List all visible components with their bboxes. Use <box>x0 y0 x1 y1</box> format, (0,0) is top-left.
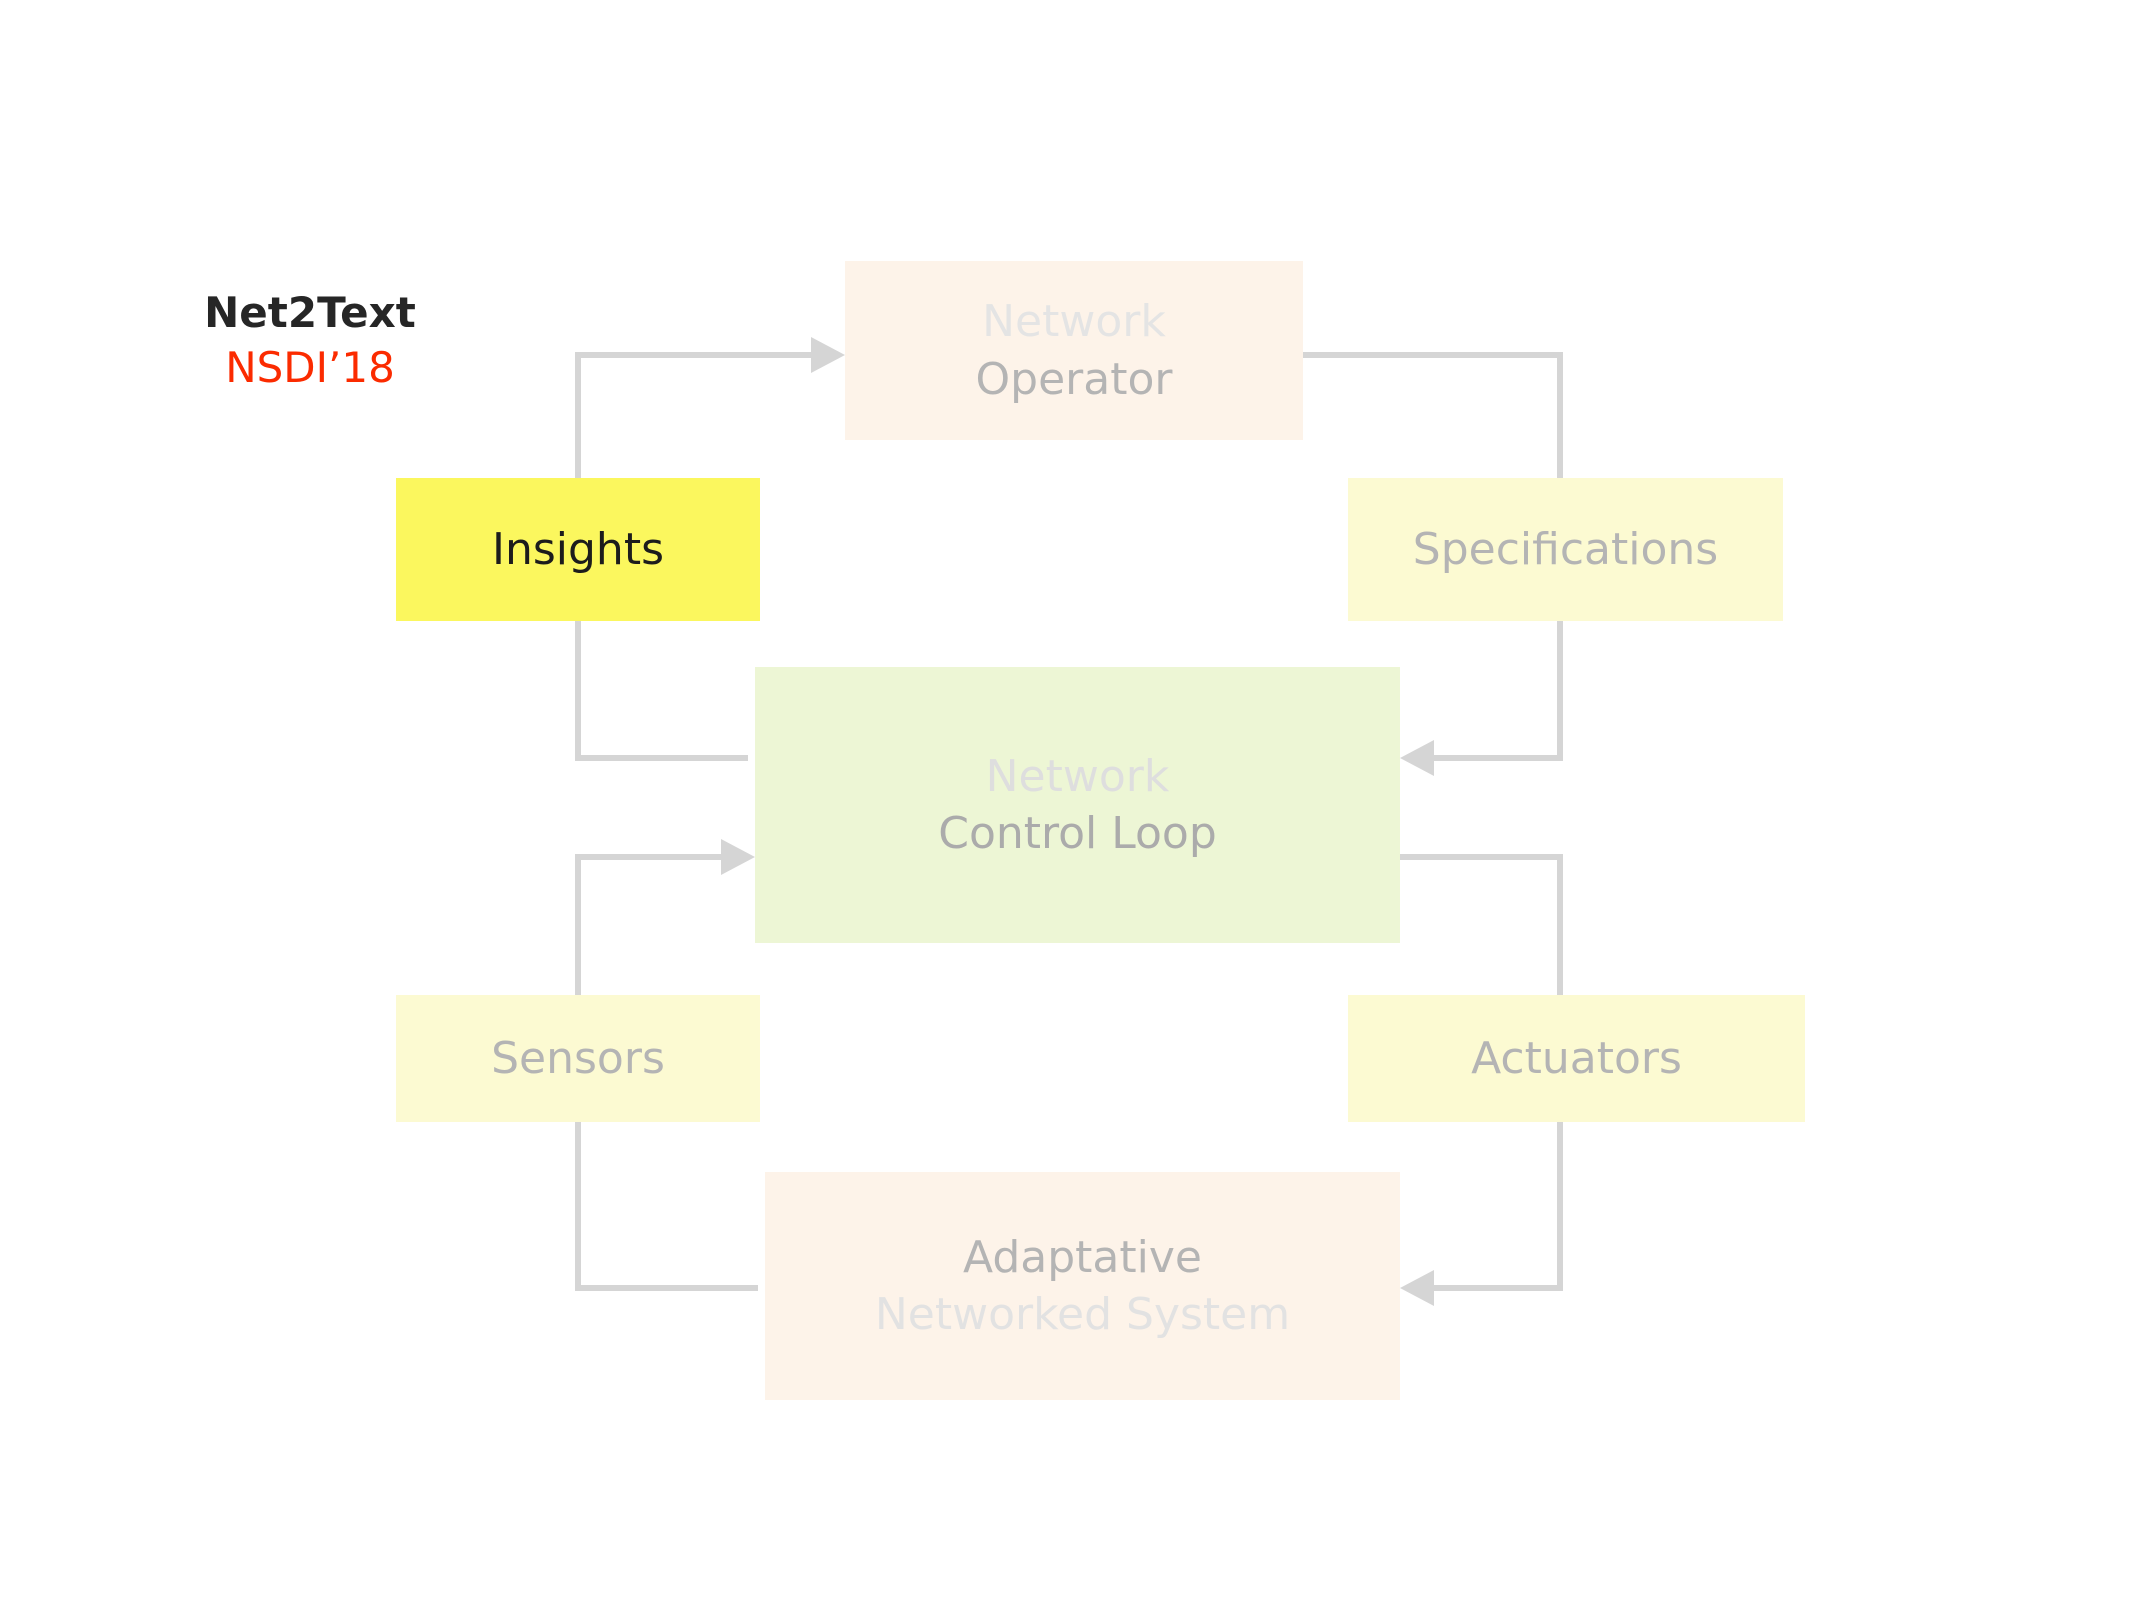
arrowhead-into-networked-system <box>1400 1270 1434 1306</box>
node-adaptative-networked-system-line1: Adaptative <box>963 1231 1202 1283</box>
arrowhead-into-control-loop-right <box>1400 740 1434 776</box>
arrowhead-into-control-loop-left <box>721 839 755 875</box>
node-actuators[interactable]: Actuators <box>1348 995 1805 1122</box>
node-adaptative-networked-system[interactable]: Adaptative Networked System <box>765 1172 1400 1400</box>
node-specifications-label: Specifications <box>1412 523 1719 575</box>
node-sensors-label: Sensors <box>491 1032 665 1084</box>
node-insights[interactable]: Insights <box>396 478 760 621</box>
caption-block: Net2Text NSDI’18 <box>150 286 470 395</box>
node-specifications[interactable]: Specifications <box>1348 478 1783 621</box>
node-actuators-label: Actuators <box>1471 1032 1682 1084</box>
paper-title: Net2Text <box>204 288 416 337</box>
node-sensors[interactable]: Sensors <box>396 995 760 1122</box>
node-network-control-loop-line1: Network <box>985 750 1170 802</box>
paper-venue: NSDI’18 <box>225 342 395 392</box>
node-network-operator[interactable]: Network Operator <box>845 261 1303 440</box>
arrowhead-into-operator <box>811 337 845 373</box>
node-network-operator-line1: Network <box>982 296 1166 348</box>
node-network-operator-line2: Operator <box>975 353 1173 405</box>
node-network-control-loop[interactable]: Network Control Loop <box>755 667 1400 943</box>
node-insights-label: Insights <box>491 523 664 575</box>
node-network-control-loop-line2: Control Loop <box>938 808 1217 859</box>
node-adaptative-networked-system-line2: Networked System <box>874 1289 1291 1340</box>
